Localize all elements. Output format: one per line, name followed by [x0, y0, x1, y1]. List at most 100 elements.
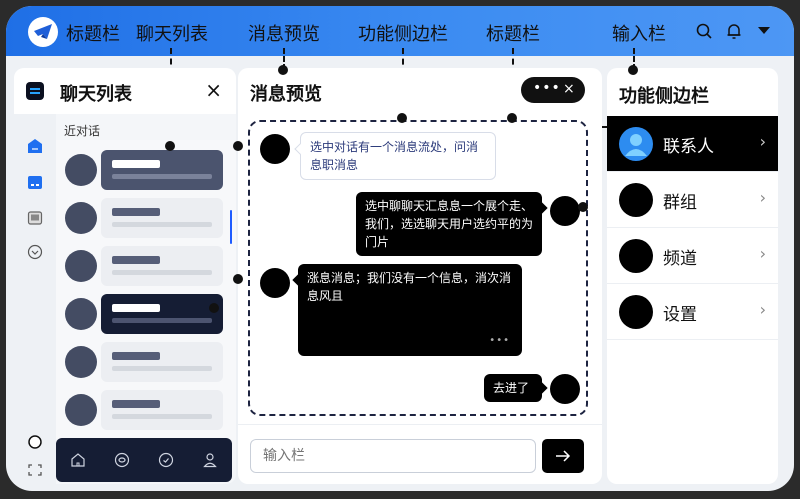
bell-icon[interactable] — [724, 21, 744, 41]
avatar — [65, 298, 97, 330]
annotation-title-bar: 标题栏 — [486, 24, 540, 45]
scan-icon[interactable] — [27, 462, 43, 478]
message-text: 选中聊聊天汇息息一个展个走、我们，选选聊天用户选约平的为门片 — [365, 199, 534, 249]
app-logo-icon — [28, 17, 58, 47]
send-button[interactable] — [542, 439, 584, 473]
more-button[interactable]: ••• — [533, 80, 561, 96]
chat-preview-card[interactable] — [101, 390, 223, 430]
annotation-function-sidebar: 功能侧边栏 — [358, 24, 448, 45]
check-icon[interactable] — [157, 451, 175, 469]
message-preview-panel: 消息预览 ••• × 选中对话有一个消息流处，问消息职消息 选中聊聊天汇息息一个… — [238, 68, 602, 484]
avatar — [65, 250, 97, 282]
annotation-input-bar: 输入栏 — [612, 24, 666, 45]
avatar — [550, 374, 580, 404]
annotation-dot — [165, 141, 175, 151]
chat-list-item[interactable] — [56, 292, 236, 336]
annotation-chat-list: 聊天列表 — [136, 24, 208, 45]
chat-list-item[interactable] — [56, 148, 236, 192]
chat-icon[interactable] — [113, 451, 131, 469]
chat-list-header: 聊天列表 × — [14, 68, 236, 114]
annotation-message-preview: 消息预览 — [248, 24, 320, 45]
chat-preview-card[interactable] — [101, 246, 223, 286]
chat-preview-card[interactable] — [101, 198, 223, 238]
sidebar-item-label: 群组 — [663, 193, 697, 213]
avatar — [260, 134, 290, 164]
calendar-icon[interactable] — [27, 174, 43, 190]
message-bubble[interactable]: 选中聊聊天汇息息一个展个走、我们，选选聊天用户选约平的为门片 — [356, 192, 548, 256]
arrow-right-icon — [556, 450, 571, 462]
message-input[interactable] — [250, 439, 536, 473]
groups-icon — [619, 183, 653, 217]
message-text: 去进了 — [493, 381, 530, 395]
sidebar-item-groups[interactable]: 群组 › — [607, 172, 778, 228]
title-bar: 标题栏 聊天列表 消息预览 功能侧边栏 标题栏 输入栏 — [6, 6, 794, 56]
message-preview-title: 消息预览 — [250, 84, 322, 105]
chat-list-item[interactable] — [56, 244, 236, 288]
settings-icon — [619, 295, 653, 329]
bottom-nav — [56, 438, 232, 482]
chat-list-title: 聊天列表 — [60, 84, 132, 105]
channels-icon — [619, 239, 653, 273]
annotation-dot — [397, 113, 407, 123]
chevron-circle-icon[interactable] — [27, 244, 43, 260]
sidebar-item-channels[interactable]: 频道 › — [607, 228, 778, 284]
sidebar-item-settings[interactable]: 设置 › — [607, 284, 778, 340]
user-icon[interactable] — [201, 451, 219, 469]
recent-conversations-label: 近对话 — [64, 124, 101, 138]
annotation-dot — [233, 141, 243, 151]
annotation-dot — [233, 274, 243, 284]
app-title: 标题栏 — [66, 24, 120, 45]
avatar — [65, 154, 97, 186]
message-text: 涨息消息；我们没有一个信息，消次消息风且 — [307, 271, 512, 303]
avatar — [260, 268, 290, 298]
avatar — [65, 394, 97, 426]
message-bubble[interactable]: 选中对话有一个消息流处，问消息职消息 — [294, 132, 496, 180]
chevron-right-icon: › — [759, 300, 766, 319]
avatar — [65, 202, 97, 234]
annotation-leader — [283, 48, 285, 70]
sidebar-item-contacts[interactable]: 联系人 › — [607, 116, 778, 172]
close-button[interactable]: × — [205, 78, 222, 102]
chat-preview-card[interactable] — [101, 150, 223, 190]
search-icon[interactable] — [694, 21, 714, 41]
circle-icon[interactable] — [27, 434, 43, 450]
left-rail — [14, 114, 56, 484]
home-icon[interactable] — [27, 138, 43, 154]
avatar — [65, 346, 97, 378]
message-more-icon[interactable]: ••• — [489, 335, 510, 346]
message-text: 选中对话有一个消息流处，问消息职消息 — [310, 140, 479, 172]
menu-icon[interactable] — [26, 82, 44, 100]
sidebar-item-label: 联系人 — [663, 137, 714, 157]
preview-actions: ••• × — [521, 77, 585, 103]
function-sidebar-title: 功能侧边栏 — [619, 86, 709, 107]
scrollbar[interactable] — [230, 210, 232, 244]
caret-down-icon[interactable] — [754, 21, 774, 41]
message-bubble[interactable]: 去进了 — [484, 374, 548, 402]
annotation-leader — [633, 48, 635, 70]
monitor-icon[interactable] — [27, 210, 43, 226]
annotation-dot — [209, 303, 219, 313]
chat-list — [56, 140, 236, 440]
chat-list-item[interactable] — [56, 340, 236, 384]
chat-preview-card[interactable] — [101, 342, 223, 382]
annotation-dot — [507, 113, 517, 123]
function-sidebar-panel: 功能侧边栏 联系人 › 群组 › 频道 › 设置 › — [607, 68, 778, 484]
avatar — [550, 196, 580, 226]
input-bar — [238, 424, 602, 484]
message-list: 选中对话有一个消息流处，问消息职消息 选中聊聊天汇息息一个展个走、我们，选选聊天… — [248, 120, 588, 416]
chat-list-panel: 聊天列表 × 近对话 — [14, 68, 236, 484]
sidebar-item-label: 设置 — [663, 305, 697, 325]
chat-list-item[interactable] — [56, 196, 236, 240]
message-bubble[interactable]: 涨息消息；我们没有一个信息，消次消息风且 ••• — [292, 264, 522, 356]
annotation-dot — [628, 65, 638, 75]
contacts-icon — [619, 127, 653, 161]
chat-preview-card[interactable] — [101, 294, 223, 334]
home-icon[interactable] — [69, 451, 87, 469]
sidebar-item-label: 频道 — [663, 249, 697, 269]
annotation-dot — [578, 202, 588, 212]
chevron-right-icon: › — [759, 132, 766, 151]
close-button[interactable]: × — [563, 81, 575, 97]
chat-list-item[interactable] — [56, 388, 236, 432]
annotation-dot — [278, 65, 288, 75]
app-window: 标题栏 聊天列表 消息预览 功能侧边栏 标题栏 输入栏 聊天列表 × — [6, 6, 794, 491]
